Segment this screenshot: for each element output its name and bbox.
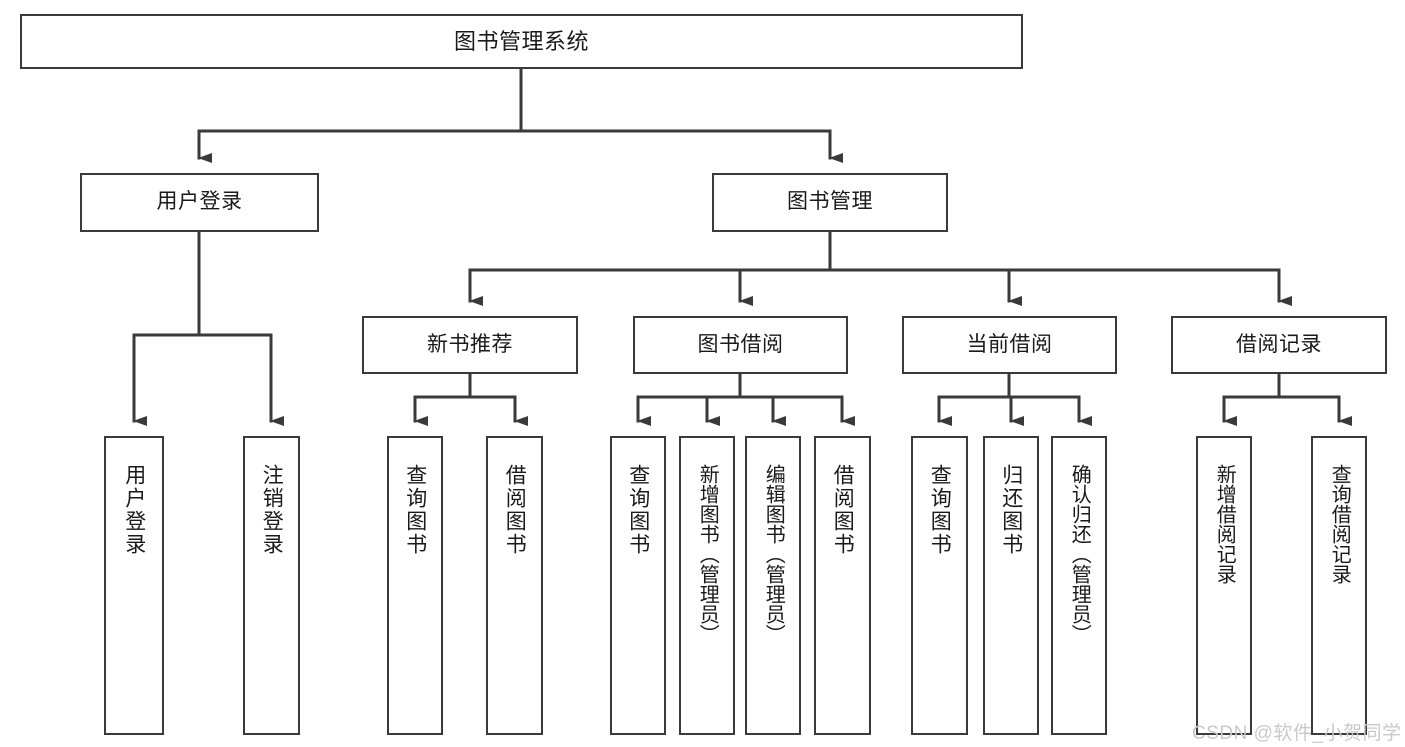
node-leaf-add-book-label: 新增图书（管理员） <box>696 464 719 644</box>
node-leaf-edit-book-label: 编辑图书（管理员） <box>762 464 785 644</box>
node-leaf-query-book-recommend[interactable]: 查询图书 <box>387 436 443 735</box>
node-leaf-borrow-book[interactable]: 借阅图书 <box>814 436 871 735</box>
node-book-borrow-label: 图书借阅 <box>697 332 784 356</box>
watermark-text: CSDN @软件_小贺同学 <box>1192 723 1402 744</box>
node-root[interactable]: 图书管理系统 <box>20 14 1023 69</box>
node-leaf-edit-book[interactable]: 编辑图书（管理员） <box>745 436 801 735</box>
node-leaf-query-book-current-label: 查询图书 <box>928 464 952 556</box>
node-leaf-add-borrow-record[interactable]: 新增借阅记录 <box>1196 436 1252 735</box>
node-user-login-label: 用户登录 <box>156 190 243 214</box>
node-current-borrow-label: 当前借阅 <box>966 332 1053 356</box>
node-borrow-record[interactable]: 借阅记录 <box>1171 316 1387 374</box>
node-leaf-add-borrow-record-label: 新增借阅记录 <box>1213 464 1236 584</box>
node-leaf-return-book-label: 归还图书 <box>999 464 1023 556</box>
node-leaf-borrow-book-recommend-label: 借阅图书 <box>503 464 527 556</box>
node-leaf-query-book-recommend-label: 查询图书 <box>403 464 427 556</box>
node-leaf-borrow-book-recommend[interactable]: 借阅图书 <box>486 436 543 735</box>
node-borrow-record-label: 借阅记录 <box>1236 332 1322 356</box>
node-book-borrow[interactable]: 图书借阅 <box>633 316 848 374</box>
node-book-management[interactable]: 图书管理 <box>712 173 948 232</box>
node-leaf-user-logout[interactable]: 注销登录 <box>243 436 300 735</box>
node-leaf-query-book-borrow-label: 查询图书 <box>626 464 650 556</box>
node-root-label: 图书管理系统 <box>453 28 589 54</box>
node-new-book-recommend-label: 新书推荐 <box>427 332 513 356</box>
node-leaf-user-login-label: 用户登录 <box>122 464 146 556</box>
node-leaf-confirm-return-label: 确认归还（管理员） <box>1068 464 1091 644</box>
node-leaf-query-borrow-record[interactable]: 查询借阅记录 <box>1311 436 1367 735</box>
node-leaf-add-book[interactable]: 新增图书（管理员） <box>679 436 735 735</box>
node-user-login[interactable]: 用户登录 <box>80 173 319 232</box>
node-new-book-recommend[interactable]: 新书推荐 <box>362 316 578 374</box>
node-leaf-query-borrow-record-label: 查询借阅记录 <box>1328 464 1351 584</box>
node-leaf-return-book[interactable]: 归还图书 <box>983 436 1039 735</box>
node-leaf-query-book-current[interactable]: 查询图书 <box>911 436 968 735</box>
node-leaf-query-book-borrow[interactable]: 查询图书 <box>610 436 666 735</box>
node-leaf-confirm-return[interactable]: 确认归还（管理员） <box>1051 436 1107 735</box>
node-leaf-borrow-book-label: 借阅图书 <box>831 464 855 556</box>
node-leaf-user-logout-label: 注销登录 <box>260 464 284 556</box>
node-current-borrow[interactable]: 当前借阅 <box>902 316 1117 374</box>
node-book-management-label: 图书管理 <box>787 190 873 214</box>
node-leaf-user-login[interactable]: 用户登录 <box>104 436 164 735</box>
